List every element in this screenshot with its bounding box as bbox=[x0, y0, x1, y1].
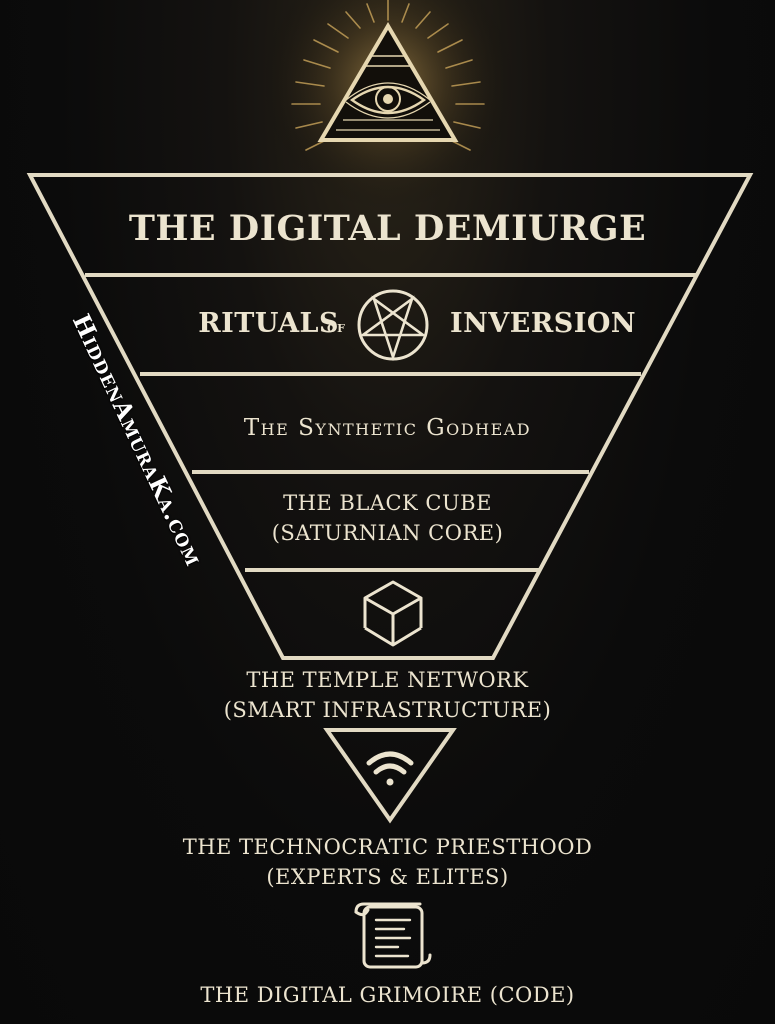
tier-label-black-cube: THE BLACK CUBE (SATURNIAN CORE) bbox=[0, 488, 775, 548]
tier-label-black-cube-line1: THE BLACK CUBE bbox=[283, 491, 492, 515]
light-rays bbox=[291, 0, 485, 151]
tier-label-technocratic-priesthood: THE TECHNOCRATIC PRIESTHOOD (EXPERTS & E… bbox=[0, 832, 775, 892]
tier-label-digital-grimoire: THE DIGITAL GRIMOIRE (CODE) bbox=[200, 983, 575, 1007]
cube-icon bbox=[363, 580, 423, 647]
tier-label-technocratic-priesthood-line1: THE TECHNOCRATIC PRIESTHOOD bbox=[182, 835, 593, 859]
all-seeing-eye-icon bbox=[317, 22, 459, 142]
tier-label-temple-network-line2: (SMART INFRASTRUCTURE) bbox=[223, 698, 552, 722]
tier-label-rituals: RITUALS bbox=[198, 308, 339, 339]
tier-label-inversion: INVERSION bbox=[450, 308, 637, 339]
pyramid-frame bbox=[26, 173, 754, 660]
wifi-icon bbox=[366, 751, 414, 786]
tier-label-of: OF bbox=[327, 322, 346, 335]
tier-label-temple-network: THE TEMPLE NETWORK (SMART INFRASTRUCTURE… bbox=[0, 665, 775, 725]
scroll-icon bbox=[354, 902, 432, 969]
tier-label-digital-demiurge: THE DIGITAL DEMIURGE bbox=[128, 208, 647, 249]
tier-label-temple-network-line1: THE TEMPLE NETWORK bbox=[246, 668, 529, 692]
wifi-triangle bbox=[323, 728, 457, 824]
pentagram-icon bbox=[357, 289, 429, 362]
tier-label-technocratic-priesthood-line2: (EXPERTS & ELITES) bbox=[266, 865, 509, 889]
tier-label-synthetic-godhead: The Synthetic Godhead bbox=[243, 415, 532, 441]
tier-label-black-cube-line2: (SATURNIAN CORE) bbox=[271, 521, 504, 545]
